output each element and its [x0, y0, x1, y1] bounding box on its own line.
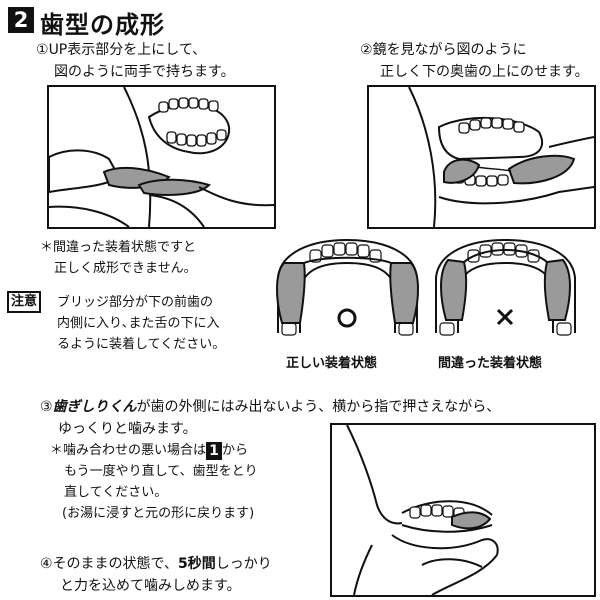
- caution-label: 注意: [7, 291, 42, 313]
- wrong-note-line-1: ＊間違った装着状態ですと: [40, 240, 197, 255]
- correct-placement-label: 正しい装着状態: [286, 356, 378, 371]
- step-4-number: ④: [40, 556, 53, 572]
- caution-line-2: 内側に入り､また舌の下に入: [57, 316, 220, 331]
- bite-illustration: [330, 423, 596, 597]
- retry-note-line-4: (お湯に浸すと元の形に戻ります): [62, 506, 255, 521]
- step-4-text: ④そのままの状態で、5秒間しっかり と力を込めて噛みしめます。: [40, 553, 272, 597]
- incorrect-symbol-mark: [496, 308, 514, 326]
- correct-symbol-mark: [337, 308, 357, 328]
- wrong-placement-note: ＊間違った装着状態ですと 正しく成形できません。: [40, 237, 197, 279]
- biting-with-finger-drawing: [346, 424, 499, 596]
- correct-arch-diagram: [270, 238, 425, 343]
- tray-on-teeth-drawing: [408, 86, 595, 228]
- step-4-line-1-post: しっかり: [215, 556, 272, 572]
- incorrect-placement-label: 間違った装着状態: [438, 356, 543, 371]
- product-name: 歯ぎしりくん: [52, 399, 137, 415]
- step-2-line-1: 鏡を見ながら図のように: [372, 42, 527, 58]
- step-2-line-2: 正しく下の奥歯の上にのせます。: [380, 64, 589, 80]
- step-1-number: ①: [36, 42, 49, 58]
- step-3-number: ③: [40, 399, 53, 415]
- hold-tray-illustration: [47, 85, 276, 229]
- step-1-line-1: UP表示部分を上にして、: [48, 42, 207, 58]
- retry-note-line-2: もう一度やり直して、歯型をとり: [64, 464, 258, 479]
- caution-line-3: るように装着してください。: [57, 337, 226, 352]
- incorrect-symbol-text: ×: [428, 240, 583, 241]
- step-3-line-2: ゆっくりと噛みます。: [58, 421, 197, 437]
- step-1-line-2: 図のように両手で持ちます。: [54, 64, 235, 80]
- step-4-line-2: と力を込めて噛みしめます。: [60, 578, 241, 594]
- retry-note-line-3: 直してください。: [64, 485, 168, 500]
- step-3-text: ③歯ぎしりくんが歯の外側にはみ出ないよう、横から指で押さえながら、 ゆっくりと噛…: [40, 396, 500, 440]
- caution-text: ブリッジ部分が下の前歯の 内側に入り､また舌の下に入 るように装着してください。: [57, 292, 225, 355]
- five-seconds-emphasis: 5秒間: [178, 556, 216, 572]
- section-number-badge: 2: [8, 7, 34, 33]
- caution-line-1: ブリッジ部分が下の前歯の: [57, 295, 214, 310]
- step-3-line-1: が歯の外側にはみ出ないよう、横から指で押さえながら、: [136, 399, 501, 415]
- wrong-note-line-2: 正しく成形できません。: [54, 261, 197, 276]
- step-2-text: ②鏡を見ながら図のように 正しく下の奥歯の上にのせます。: [360, 39, 589, 83]
- section-title: 歯型の成形: [40, 11, 165, 39]
- incorrect-arch-drawing: [435, 238, 576, 336]
- step-4-line-1-pre: そのままの状態で、: [52, 556, 179, 572]
- hands-holding-tray-drawing: [48, 86, 275, 228]
- place-tray-illustration: [367, 85, 596, 229]
- step-1-reference-badge: 1: [206, 441, 223, 460]
- retry-note-line-1-pre: ＊噛み合わせの悪い場合は: [50, 443, 207, 458]
- incorrect-arch-diagram: [428, 238, 583, 343]
- correct-arch-drawing: [275, 238, 420, 336]
- correct-symbol-text: ○: [270, 240, 425, 241]
- retry-note-line-1-post: から: [222, 443, 249, 458]
- step-1-text: ①UP表示部分を上にして、 図のように両手で持ちます。: [36, 39, 235, 83]
- step-2-number: ②: [360, 42, 373, 58]
